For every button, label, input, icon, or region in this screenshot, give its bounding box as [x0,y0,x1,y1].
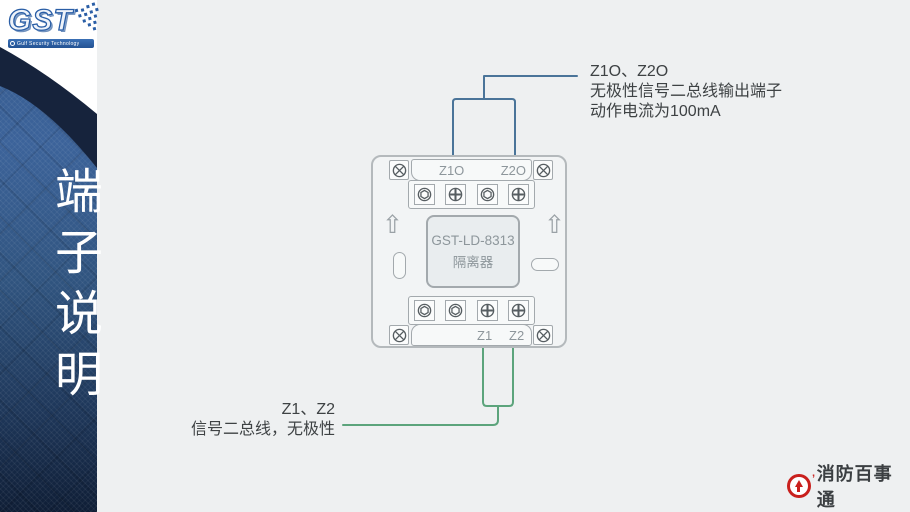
up-arrow-icon: ⇧ [544,211,565,239]
isolator-module: Z1O Z2O ⇧ ⇧ GST-LD-8313 隔离器 Z1 Z2 [371,155,567,348]
gst-logo-text: GST [7,4,73,37]
top-screw-row [408,180,535,209]
annotation-line: Z1、Z2 [281,401,335,418]
gst-logo-tagline: Gulf Security Technology [17,40,80,47]
terminal-label-z2: Z2 [509,328,525,343]
phillips-screw-icon [476,300,498,321]
mounting-slot [393,252,406,279]
top-terminal-label-strip: Z1O Z2O [411,159,532,181]
phillips-screw-icon [445,184,467,205]
corner-screw-icon [533,325,553,345]
brand-tick-mark: ’ [812,473,816,485]
terminal-label-z1o: Z1O [439,163,465,178]
gst-logo-ring-icon [10,41,15,46]
bottom-terminal-annotation: Z1、Z2 信号二总线，无极性 [162,400,335,440]
flame-stem [797,487,801,492]
sidebar: GST Gulf Security Technology 端子说明 [0,0,100,512]
nut-screw-icon [414,300,435,321]
corner-screw-icon [533,160,553,180]
footer-brand: ’ 消防百事通 [787,460,910,512]
bottom-screw-row [408,296,535,325]
phillips-screw-icon [507,300,529,321]
nut-screw-icon [476,184,498,205]
flame-shape [794,480,803,487]
top-wire [452,75,578,157]
corner-screw-icon [389,325,409,345]
annotation-line: Z1O、Z2O [590,63,669,80]
annotation-line: 动作电流为100mA [590,103,721,120]
nut-screw-icon [414,184,435,205]
page-title-text: 端子说明 [47,166,100,410]
bottom-terminal-label-strip: Z1 Z2 [411,324,532,346]
top-terminal-annotation: Z1O、Z2O 无极性信号二总线输出端子 动作电流为100mA [590,62,782,122]
gst-logo-bar: Gulf Security Technology [8,39,94,48]
nut-screw-icon [445,300,467,321]
up-arrow-icon: ⇧ [382,211,403,239]
page-title: 端子说明 [0,166,100,410]
corner-screw-icon [389,160,409,180]
bottom-wire [342,346,514,426]
device-name: 隔离器 [452,254,494,270]
fire-brand-icon: ’ [787,473,815,498]
gst-logo: GST Gulf Security Technology [7,4,98,48]
mounting-slot [531,258,559,271]
annotation-line: 无极性信号二总线输出端子 [590,83,783,100]
device-nameplate: GST-LD-8313 隔离器 [426,215,520,288]
footer-brand-name: 消防百事通 [816,464,893,510]
device-model: GST-LD-8313 [431,232,515,248]
annotation-line: 信号二总线，无极性 [190,421,335,438]
terminal-label-z1: Z1 [477,328,493,343]
terminal-label-z2o: Z2O [500,163,526,178]
phillips-screw-icon [507,184,529,205]
